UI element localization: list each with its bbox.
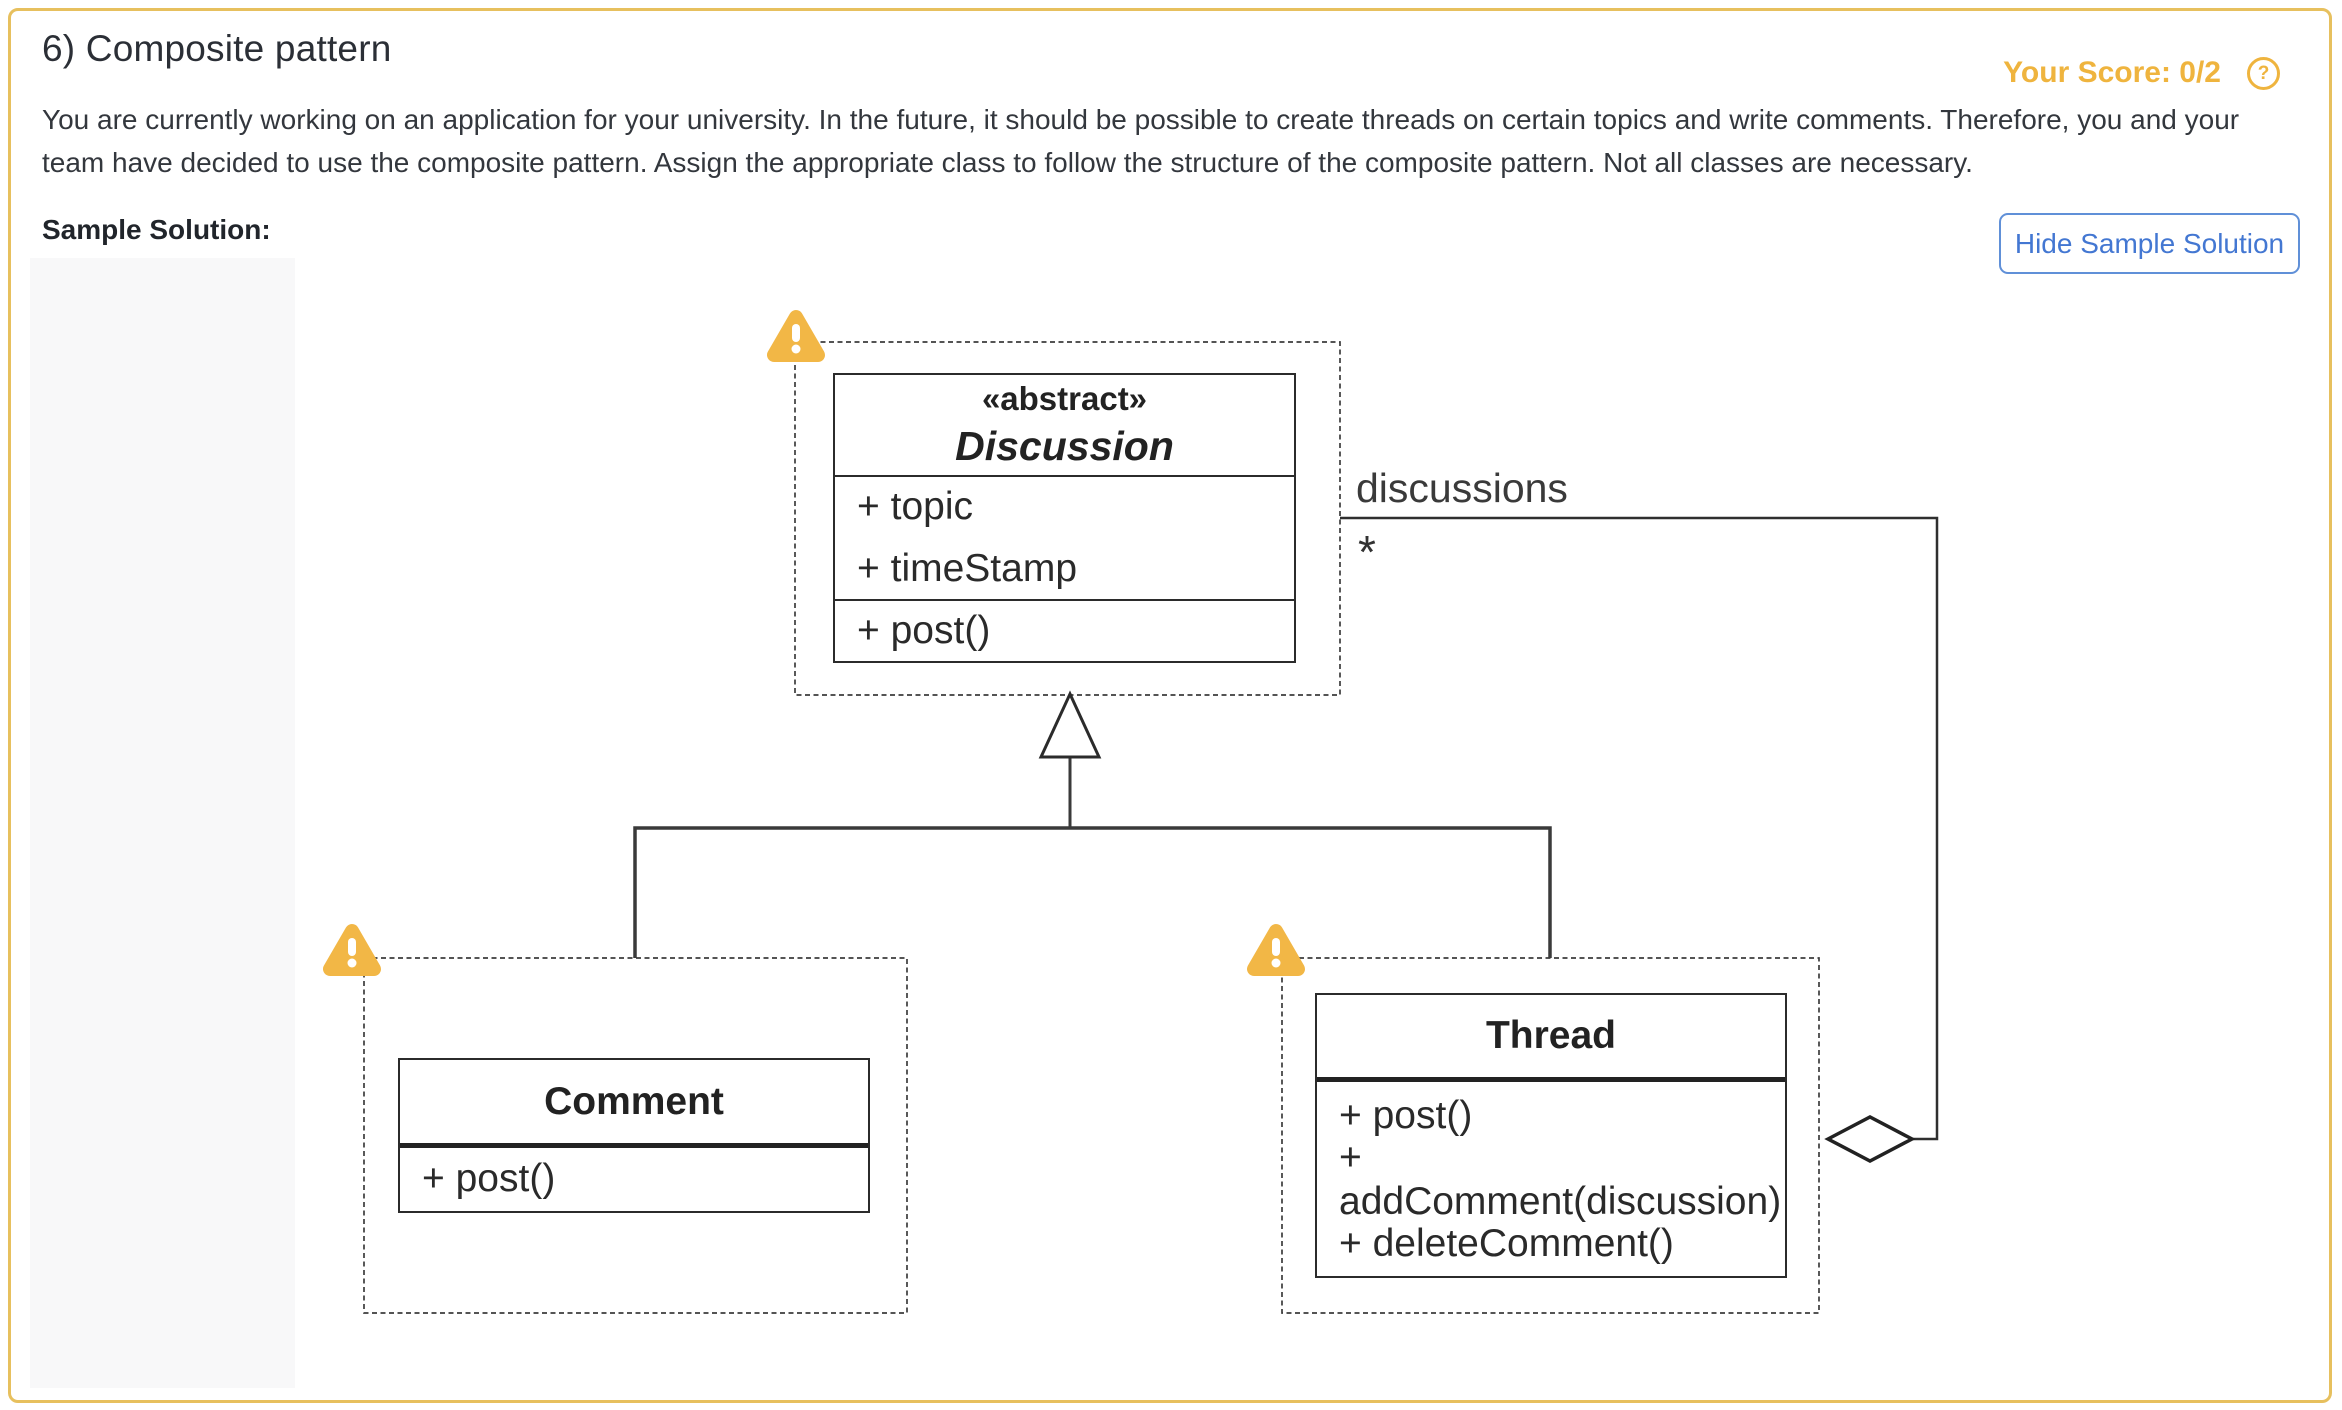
- sample-solution-label: Sample Solution:: [42, 214, 271, 245]
- class-box-thread: Thread + post() + addComment(discussion)…: [1315, 993, 1787, 1278]
- association-label: discussions: [1356, 465, 1568, 511]
- class-box-discussion: «abstract» Discussion + topic + timeStam…: [833, 373, 1296, 663]
- operation-deletecomment: + deleteComment(): [1339, 1222, 1674, 1265]
- class-header-comment: Comment: [400, 1060, 868, 1143]
- class-header-thread: Thread: [1317, 995, 1785, 1077]
- score-badge: Your Score: 0/2: [2003, 56, 2221, 89]
- class-name-comment: Comment: [544, 1079, 724, 1123]
- operation-post: + post(): [422, 1157, 556, 1200]
- inheritance-triangle-icon: [1038, 690, 1102, 759]
- operation-post: + post(): [1339, 1094, 1473, 1137]
- stereotype-label: «abstract»: [981, 380, 1148, 417]
- hide-sample-solution-button[interactable]: Hide Sample Solution: [1999, 213, 2300, 274]
- question-description: You are currently working on an applicat…: [42, 104, 2240, 178]
- attribute-timestamp: + timeStamp: [857, 547, 1078, 590]
- operations-section: + post() + addComment(discussion) + dele…: [1317, 1077, 1785, 1276]
- page-title: 6) Composite pattern: [42, 28, 392, 69]
- attributes-section: + topic + timeStamp: [835, 475, 1294, 599]
- operation-addcomment: + addComment(discussion): [1339, 1136, 1782, 1223]
- dropzone-discussion: [794, 341, 1341, 696]
- class-header-discussion: «abstract» Discussion: [835, 375, 1294, 475]
- warning-icon: [330, 931, 374, 969]
- operations-section: + post(): [835, 599, 1294, 661]
- attribute-topic: + topic: [857, 485, 973, 528]
- class-name-discussion: Discussion: [955, 423, 1174, 469]
- aggregation-connector: [1340, 516, 1939, 1141]
- inheritance-connector: [633, 826, 1552, 958]
- diagram-left-gutter: [30, 258, 295, 1388]
- warning-icon: [774, 317, 818, 355]
- association-multiplicity: *: [1358, 526, 1376, 578]
- help-icon[interactable]: ?: [2247, 56, 2280, 90]
- warning-icon: [1254, 931, 1298, 969]
- operations-section: + post(): [400, 1143, 868, 1210]
- aggregation-diamond-icon: [1824, 1115, 1916, 1163]
- class-box-comment: Comment + post(): [398, 1058, 870, 1213]
- class-name-thread: Thread: [1485, 1014, 1617, 1057]
- score-area: Your Score: 0/2 ?: [2003, 56, 2280, 90]
- dropzone-comment: [363, 957, 908, 1314]
- operation-post: + post(): [857, 609, 991, 652]
